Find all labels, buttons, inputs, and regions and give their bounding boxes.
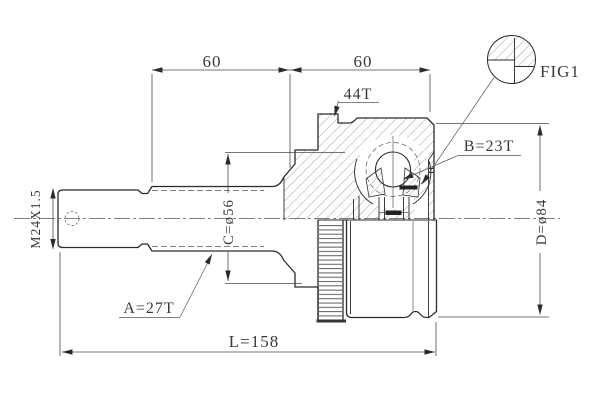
spline-serration-bar-2 [399,185,418,190]
label-44t: 44T [344,86,373,103]
spline-root-lines [152,190,264,247]
label-fig1: FIG1 [540,62,580,81]
abs-ring-teeth-band [319,223,342,317]
label-a27t: A=27T [123,300,174,317]
ball-and-inner-race [354,136,432,220]
spline-serration-bar [385,210,402,215]
label-d-diameter: D=ø84 [534,199,550,246]
dimension-overall-length [59,252,437,356]
dimension-thread [50,188,56,250]
housing-exterior [316,219,438,323]
label-c-diameter: C=ø56 [221,199,237,245]
label-b23t: B=23T [464,138,514,155]
cavity-track-arcs [354,158,432,205]
race-bore-lines [378,197,410,220]
fig1-detail-circle [419,35,536,187]
shaft-cross-hole [64,211,80,226]
dim-label-60-left: 60 [203,52,222,71]
dimension-top-spans [151,67,431,182]
label-l158: L=158 [229,332,279,351]
mouth-rim [353,151,435,220]
inner-race-left [365,167,386,198]
label-thread: M24X1.5 [28,189,43,248]
leader-lines [119,100,521,318]
shaft-outline [57,113,435,321]
ring-teeth-silhouette [316,319,346,323]
dim-label-60-right: 60 [354,52,373,71]
dimension-c-diameter [225,152,345,284]
dimension-d-diameter [436,123,549,318]
